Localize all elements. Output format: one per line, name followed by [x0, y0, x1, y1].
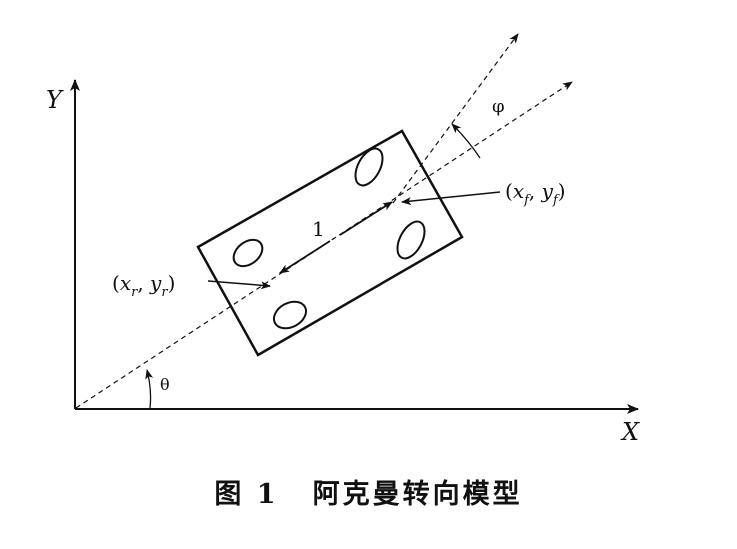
phi-label: φ — [492, 96, 505, 117]
theta-label: θ — [160, 375, 170, 394]
wheelbase-arrow — [279, 240, 331, 274]
figure-caption: 图 1 阿克曼转向模型 — [0, 472, 737, 511]
x-axis-label: X — [620, 418, 640, 446]
front-point-label: (xf, yf) — [505, 179, 566, 208]
steering-line — [392, 33, 519, 204]
y-axis-label: Y — [46, 86, 64, 114]
wheelbase-arrow-end — [339, 201, 393, 236]
figure-number: 图 1 — [214, 479, 279, 510]
wheel-front-right — [396, 220, 426, 260]
wheelbase-label: 1 — [312, 217, 325, 241]
theta-arc — [145, 369, 154, 409]
rear-point-pointer — [207, 280, 271, 290]
rear-point-label: (xr, yr) — [112, 271, 175, 300]
wheel-front-left — [354, 147, 384, 187]
figure-title: 阿克曼转向模型 — [312, 479, 523, 510]
phi-arc — [451, 123, 481, 159]
front-point-pointer — [401, 191, 501, 206]
vehicle-body — [196, 129, 464, 357]
wheel-rear-right — [272, 300, 308, 330]
wheel-rear-left — [232, 238, 264, 268]
